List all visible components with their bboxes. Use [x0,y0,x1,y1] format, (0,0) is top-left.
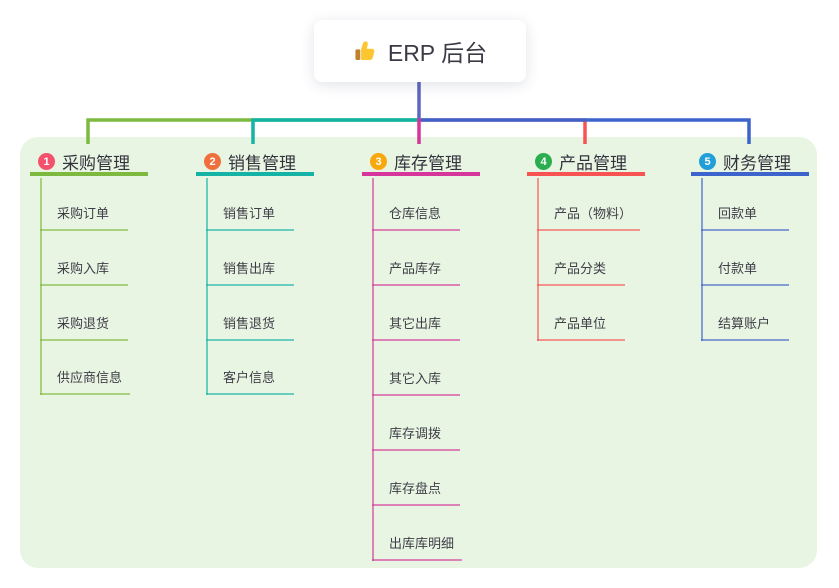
child-node-other-outbound[interactable]: 其它出库 [372,313,460,341]
child-node-sales-return[interactable]: 销售退货 [206,313,294,341]
root-node[interactable]: ERP 后台 [314,20,526,82]
child-node-warehouse-info[interactable]: 仓库信息 [372,203,460,231]
child-node-product-unit[interactable]: 产品单位 [537,313,625,341]
branch-header-inventory[interactable]: 3 库存管理 [362,151,480,176]
root-node-label: ERP 后台 [387,40,488,66]
child-node-sales-outbound[interactable]: 销售出库 [206,258,294,286]
branches-panel [20,137,817,568]
branch-number-badge: 2 [204,153,221,170]
connector-branch-sales [251,118,419,144]
branch-header-product[interactable]: 4 产品管理 [527,151,645,176]
child-node-product-stock[interactable]: 产品库存 [372,258,460,286]
branch-number-badge: 4 [535,153,552,170]
branch-label: 产品管理 [559,154,627,173]
branch-label: 财务管理 [723,154,791,173]
child-node-product-material[interactable]: 产品（物料） [537,203,641,231]
thumbs-up-icon [353,38,379,64]
branch-number-badge: 3 [370,153,387,170]
branch-header-finance[interactable]: 5 财务管理 [691,151,809,176]
child-node-sales-order[interactable]: 销售订单 [206,203,294,231]
child-node-purchase-inbound[interactable]: 采购入库 [40,258,128,286]
branch-header-sales[interactable]: 2 销售管理 [196,151,314,176]
child-node-stock-count[interactable]: 库存盘点 [372,478,460,506]
child-node-stock-transfer[interactable]: 库存调拨 [372,423,460,451]
child-node-payment-order[interactable]: 付款单 [701,258,789,286]
connector-branch-product [419,118,587,144]
child-node-outbound-detail[interactable]: 出库库明细 [372,533,463,561]
connector-branch-finance [419,118,751,144]
child-node-product-category[interactable]: 产品分类 [537,258,625,286]
child-node-customer-info[interactable]: 客户信息 [206,367,294,395]
branch-number-badge: 1 [38,153,55,170]
child-node-receipt-order[interactable]: 回款单 [701,203,789,231]
child-node-purchase-order[interactable]: 采购订单 [40,203,128,231]
branch-label: 库存管理 [394,154,462,173]
child-node-purchase-return[interactable]: 采购退货 [40,313,128,341]
branch-label: 采购管理 [62,154,130,173]
child-node-other-inbound[interactable]: 其它入库 [372,368,460,396]
branch-header-purchase[interactable]: 1 采购管理 [30,151,148,176]
branch-number-badge: 5 [699,153,716,170]
branch-label: 销售管理 [228,154,296,173]
child-node-supplier-info[interactable]: 供应商信息 [40,367,131,395]
child-node-settlement-account[interactable]: 结算账户 [701,313,789,341]
